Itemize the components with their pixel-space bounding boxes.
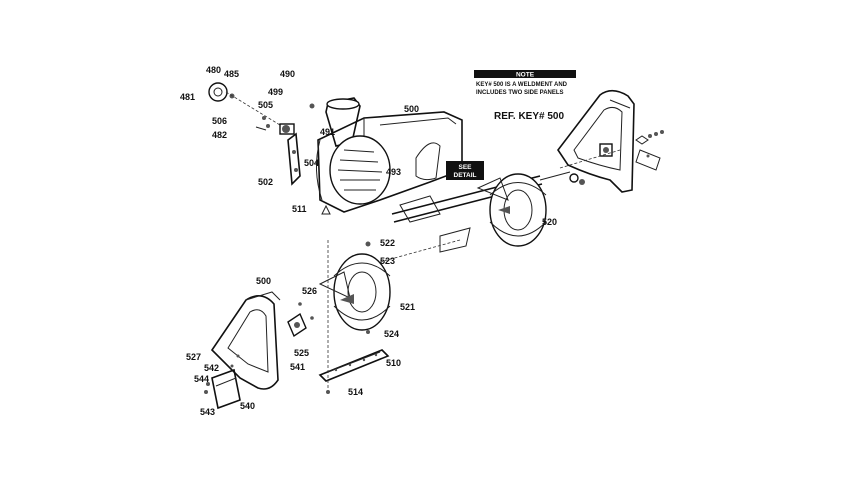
label-491: 491: [320, 127, 335, 137]
label-510: 510: [386, 358, 401, 368]
auger-right: [476, 173, 547, 247]
label-482: 482: [212, 130, 227, 140]
right-side-panel: [557, 89, 664, 193]
label-493: 493: [386, 167, 401, 177]
label-511: 511: [292, 204, 307, 214]
label-500-left: 500: [256, 276, 271, 286]
left-side-panel: [210, 291, 281, 390]
see-detail-callout: SEE DETAIL: [446, 161, 484, 180]
label-544: 544: [194, 374, 209, 384]
label-504: 504: [304, 158, 319, 168]
label-490: 490: [280, 69, 295, 79]
housing-weldment: [309, 97, 463, 213]
label-542: 542: [204, 363, 219, 373]
label-526: 526: [302, 286, 317, 296]
label-541: 541: [290, 362, 305, 372]
label-522: 522: [380, 238, 395, 248]
label-520: 520: [542, 217, 557, 227]
label-480: 480: [206, 65, 221, 75]
label-521: 521: [400, 302, 415, 312]
label-523: 523: [380, 256, 395, 266]
auger-left: [318, 241, 391, 334]
label-500-top: 500: [404, 104, 419, 114]
label-499: 499: [268, 87, 283, 97]
label-540: 540: [240, 401, 255, 411]
ref-key-label: REF. KEY# 500: [494, 111, 564, 122]
bearing-parts: [287, 302, 314, 338]
pulley-group: [208, 82, 281, 131]
bearing-flange: [279, 123, 301, 186]
scraper-bar: [318, 204, 390, 394]
skid-shoe: [204, 368, 241, 410]
label-485: 485: [224, 69, 239, 79]
label-514: 514: [348, 387, 363, 397]
note-line-2: INCLUDES TWO SIDE PANELS: [476, 90, 564, 96]
callout-line-1: SEE: [458, 164, 472, 171]
label-481: 481: [180, 92, 195, 102]
label-506: 506: [212, 116, 227, 126]
label-525: 525: [294, 348, 309, 358]
note-header: NOTE: [516, 72, 535, 79]
note-box: NOTE KEY# 500 IS A WELDMENT AND INCLUDES…: [474, 70, 576, 96]
part-labels: 480 485 481 490 499 505 506 482 491 500 …: [180, 65, 557, 417]
label-527: 527: [186, 352, 201, 362]
label-543: 543: [200, 407, 215, 417]
note-line-1: KEY# 500 IS A WELDMENT AND: [476, 82, 568, 88]
label-502: 502: [258, 177, 273, 187]
label-524: 524: [384, 329, 399, 339]
callout-line-2: DETAIL: [454, 172, 477, 179]
label-505: 505: [258, 100, 273, 110]
